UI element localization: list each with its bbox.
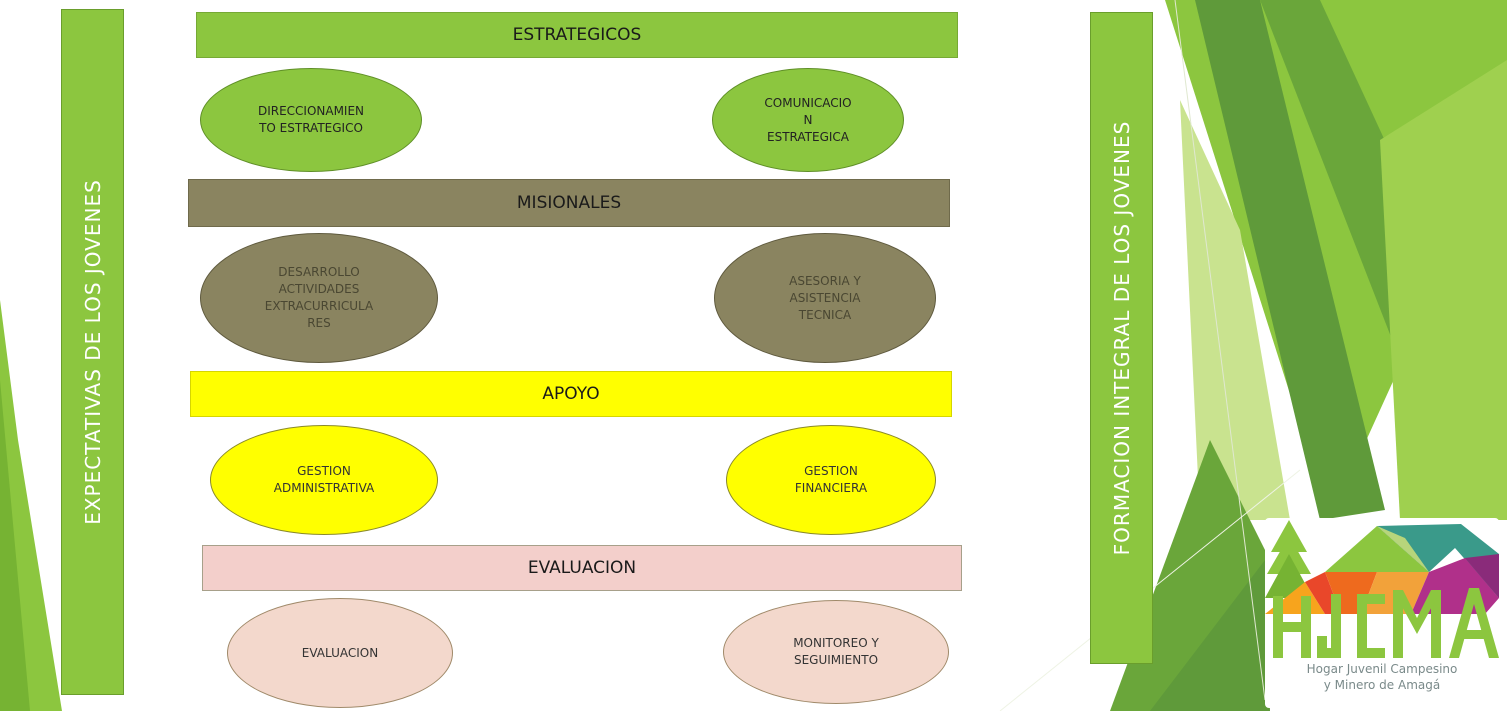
right-band-label: FORMACION INTEGRAL DE LOS JOVENES [1109, 120, 1134, 556]
section-bar-misionales: MISIONALES [188, 179, 950, 227]
process-line: COMUNICACIO [764, 95, 852, 110]
process-oval-evaluacion: EVALUACION [227, 598, 453, 708]
process-line: RES [307, 316, 331, 330]
process-oval-gestion-administrativa: GESTION ADMINISTRATIVA [210, 425, 438, 535]
logo-line: Hogar Juvenil Campesino [1306, 662, 1458, 676]
process-line: ADMINISTRATIVA [273, 481, 375, 495]
process-oval-asesoria: ASESORIA Y ASISTENCIA TECNICA [714, 233, 936, 363]
process-line: GESTION [297, 464, 351, 478]
process-oval-gestion-financiera: GESTION FINANCIERA [726, 425, 936, 535]
process-line: ESTRATEGICA [767, 129, 849, 144]
process-oval-comunicacion: COMUNICACIO N ESTRATEGICA [712, 68, 904, 172]
hjcma-logo-mark [1265, 520, 1499, 658]
logo-caption: Hogar Juvenil Campesino y Minero de Amag… [1265, 661, 1499, 693]
process-line: EXTRACURRICULA [264, 299, 374, 313]
process-oval-direccionamiento: DIRECCIONAMIEN TO ESTRATEGICO [200, 68, 422, 172]
process-line: ASISTENCIA [789, 290, 861, 305]
process-line: TECNICA [798, 307, 852, 322]
left-band-label: EXPECTATIVAS DE LOS JOVENES [80, 179, 105, 525]
left-band: EXPECTATIVAS DE LOS JOVENES [61, 9, 124, 695]
process-line: N [803, 112, 813, 127]
process-line: ASESORIA Y [789, 273, 861, 288]
process-line: EVALUACION [301, 645, 379, 660]
process-line: DESARROLLO [278, 265, 360, 279]
process-oval-desarrollo: DESARROLLO ACTIVIDADES EXTRACURRICULA RE… [200, 233, 438, 363]
right-band: FORMACION INTEGRAL DE LOS JOVENES [1090, 12, 1153, 664]
section-title: EVALUACION [527, 558, 637, 578]
section-bar-estrategicos: ESTRATEGICOS [196, 12, 958, 58]
hjcma-logo: Hogar Juvenil Campesino y Minero de Amag… [1265, 518, 1499, 708]
process-line: DIRECCIONAMIEN [257, 104, 365, 118]
logo-line: y Minero de Amagá [1323, 678, 1441, 692]
process-line: GESTION [804, 464, 858, 478]
process-line: MONITOREO Y [793, 636, 879, 650]
process-line: ACTIVIDADES [278, 282, 360, 296]
process-oval-monitoreo: MONITOREO Y SEGUIMIENTO [723, 600, 949, 704]
section-title: APOYO [542, 384, 600, 404]
process-line: TO ESTRATEGICO [259, 121, 363, 135]
section-title: MISIONALES [516, 193, 622, 213]
process-line: FINANCIERA [794, 481, 868, 495]
section-bar-evaluacion: EVALUACION [202, 545, 962, 591]
section-bar-apoyo: APOYO [190, 371, 952, 417]
section-title: ESTRATEGICOS [512, 25, 642, 45]
process-line: SEGUIMIENTO [793, 653, 879, 667]
